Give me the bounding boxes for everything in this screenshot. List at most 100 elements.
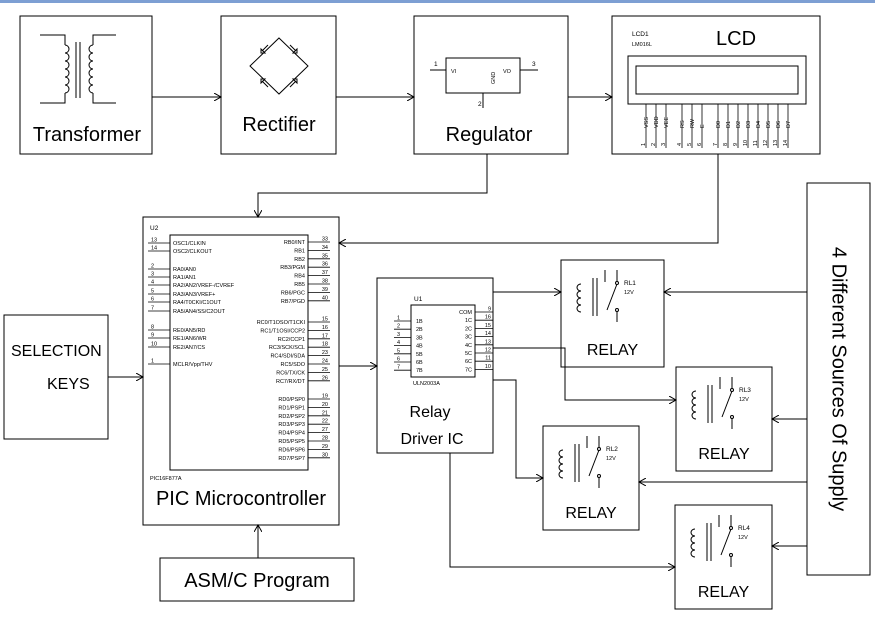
uln-pin-name: 3C bbox=[465, 335, 472, 341]
lcd-pin-name: RS bbox=[680, 120, 686, 128]
pic-block: U2 13OSC1/CLKIN14OSC2/CLKOUT2RA0/AN03RA1… bbox=[142, 216, 340, 526]
pic-pin-number: 5 bbox=[151, 289, 154, 295]
selection-keys-block: SELECTION KEYS bbox=[3, 314, 109, 440]
driver-label-line2: Driver IC bbox=[400, 431, 463, 448]
lcd-pin-name: VSS bbox=[644, 117, 650, 128]
relay-voltage: 12V bbox=[739, 397, 749, 403]
uln-pin-number: 14 bbox=[485, 331, 491, 337]
selection-label-line1: SELECTION bbox=[11, 343, 102, 360]
pic-pin-name: RB5 bbox=[294, 282, 305, 288]
pic-pin-number: 28 bbox=[322, 436, 328, 442]
regulator-label: Regulator bbox=[446, 124, 533, 146]
transformer-label: Transformer bbox=[33, 124, 142, 146]
pic-pin-name: RC4/SDI/SDA bbox=[270, 354, 305, 360]
pic-pin-number: 16 bbox=[322, 325, 328, 331]
driver-label-line1: Relay bbox=[410, 404, 451, 421]
lcd-pin-name: D4 bbox=[756, 121, 762, 128]
uln-pin-number: 9 bbox=[488, 307, 491, 313]
regulator-vi-pin: VI bbox=[451, 69, 457, 75]
pic-pin-name: RB4 bbox=[294, 274, 305, 280]
lcd-pin-name: D1 bbox=[726, 121, 732, 128]
uln-pin-name: 5B bbox=[416, 352, 423, 358]
lcd-pin-number: 3 bbox=[661, 143, 667, 146]
pic-pin-name: RA3/AN3/VREF+ bbox=[173, 292, 215, 298]
pic-pin-number: 30 bbox=[322, 452, 328, 458]
relay-voltage: 12V bbox=[606, 456, 616, 462]
regulator-block: VI VO GND 1 3 2 Regulator bbox=[413, 15, 569, 155]
relay-label: RELAY bbox=[565, 505, 617, 522]
lcd-pin-name: D2 bbox=[736, 121, 742, 128]
driver-to-rl2-arrow bbox=[493, 379, 543, 478]
pic-pin-number: 18 bbox=[322, 342, 328, 348]
pic-pin-name: RE0/AN5/RD bbox=[173, 328, 205, 334]
lcd-pin-number: 5 bbox=[687, 143, 693, 146]
selection-label-line2: KEYS bbox=[47, 376, 90, 393]
uln-pin-number: 13 bbox=[485, 339, 491, 345]
regulator-pin-1: 1 bbox=[434, 61, 438, 68]
pic-pin-number: 25 bbox=[322, 367, 328, 373]
pic-pin-name: RE1/AN6/WR bbox=[173, 336, 207, 342]
pic-pin-number: 7 bbox=[151, 306, 154, 312]
uln-chip bbox=[410, 304, 476, 378]
relay-coil-icon bbox=[558, 436, 601, 488]
pic-pin-number: 26 bbox=[322, 375, 328, 381]
pic-pin-name: RB0/INT bbox=[284, 240, 306, 246]
regulator-pin-2: 2 bbox=[478, 101, 482, 108]
pic-pin-name: RC7/RX/DT bbox=[276, 379, 306, 385]
pic-pin-number: 23 bbox=[322, 350, 328, 356]
relay-ref: RL1 bbox=[624, 280, 636, 287]
lcd-pin-name: RW bbox=[690, 118, 696, 128]
lcd-pin-number: 12 bbox=[763, 140, 769, 146]
pic-pin-name: OSC2/CLKOUT bbox=[173, 249, 212, 255]
pic-pin-number: 27 bbox=[322, 427, 328, 433]
regulator-pin-3: 3 bbox=[532, 61, 536, 68]
lcd-to-pic-arrow bbox=[339, 154, 719, 243]
uln-pin-name: 2B bbox=[416, 327, 423, 333]
program-label: ASM/C Program bbox=[184, 570, 330, 592]
uln-pin-number: 7 bbox=[397, 365, 400, 371]
uln-pin-number: 10 bbox=[485, 364, 491, 370]
pic-pin-name: RB3/PGM bbox=[280, 265, 305, 271]
pic-chip bbox=[169, 234, 309, 471]
pic-pin-name: RB2 bbox=[294, 257, 305, 263]
uln-pin-number: 4 bbox=[397, 340, 400, 346]
pic-pin-name: RA1/AN1 bbox=[173, 275, 196, 281]
pic-pin-name: OSC1/CLKIN bbox=[173, 241, 206, 247]
pic-pin-name: RB7/PGD bbox=[281, 299, 305, 305]
regulator-to-pic-arrow bbox=[258, 154, 488, 217]
pic-pin-number: 19 bbox=[322, 394, 328, 400]
lcd-pin-name: D6 bbox=[776, 121, 782, 128]
uln-pin-name: 7B bbox=[416, 368, 423, 374]
pic-pin-number: 6 bbox=[151, 297, 154, 303]
lcd-part: LM016L bbox=[632, 42, 652, 48]
pic-pin-number: 8 bbox=[151, 325, 154, 331]
pic-pin-name: RE2/AN7/CS bbox=[173, 345, 205, 351]
lcd-pin-name: VEE bbox=[664, 117, 670, 128]
uln-pin-name: 2C bbox=[465, 326, 472, 332]
uln-pin-name: 1C bbox=[465, 318, 472, 324]
pic-pin-number: 17 bbox=[322, 333, 328, 339]
pic-ref: U2 bbox=[150, 225, 159, 232]
relay-coil-icon bbox=[576, 270, 619, 322]
lcd-pin-number: 1 bbox=[641, 143, 647, 146]
top-border bbox=[0, 0, 875, 3]
driver-ref: U1 bbox=[414, 296, 423, 303]
lcd-pin-number: 9 bbox=[733, 143, 739, 146]
lcd-pin-number: 7 bbox=[713, 143, 719, 146]
relay-ref: RL2 bbox=[606, 446, 618, 453]
pic-pin-name: RA5/AN4/SS/C2OUT bbox=[173, 309, 226, 315]
pic-pin-number: 14 bbox=[151, 246, 157, 252]
pic-pin-name: RD0/PSP0 bbox=[278, 397, 305, 403]
pic-pin-number: 21 bbox=[322, 410, 328, 416]
pic-pin-name: RD4/PSP4 bbox=[278, 431, 305, 437]
rectifier-block: Rectifier bbox=[220, 15, 337, 155]
pic-pin-name: RC0/T1OSO/T1CKI bbox=[257, 320, 306, 326]
pic-pin-number: 24 bbox=[322, 359, 328, 365]
pic-pin-number: 9 bbox=[151, 333, 154, 339]
pic-pin-name: RD1/PSP1 bbox=[278, 405, 305, 411]
pic-pin-number: 29 bbox=[322, 444, 328, 450]
uln-pin-name: 4C bbox=[465, 343, 472, 349]
